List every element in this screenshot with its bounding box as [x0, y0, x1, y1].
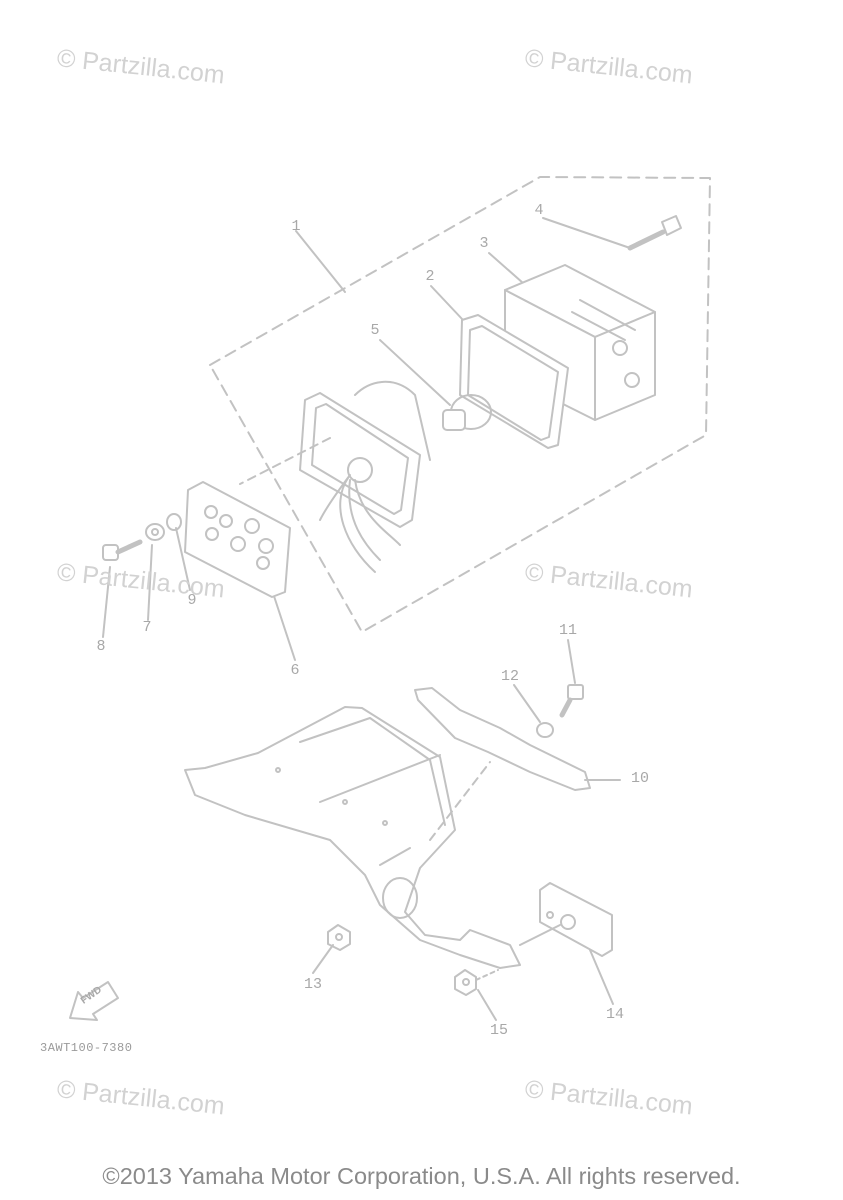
leader-14 — [589, 949, 614, 1005]
callout-2: 2 — [425, 268, 435, 285]
leader-7 — [147, 544, 153, 621]
leader-15 — [477, 989, 497, 1021]
leader-6 — [271, 589, 296, 661]
leader-12 — [513, 684, 541, 723]
part-4-screw — [627, 215, 682, 251]
part-12-nut — [536, 722, 554, 738]
leader-11 — [567, 639, 576, 684]
callout-10: 10 — [630, 770, 649, 787]
part-13-nut — [327, 924, 351, 951]
taillight-housing — [239, 380, 431, 573]
leader-3 — [488, 252, 524, 284]
callout-4: 4 — [534, 202, 544, 219]
callout-14: 14 — [605, 1006, 624, 1023]
part-11-bolt — [559, 684, 584, 718]
callout-15: 15 — [489, 1022, 508, 1039]
leader-9 — [175, 527, 191, 591]
part-8-bolt — [102, 539, 143, 561]
leader-1 — [295, 230, 346, 293]
callout-13: 13 — [303, 976, 322, 993]
callout-9: 9 — [187, 592, 197, 609]
callout-11: 11 — [558, 622, 577, 639]
part-15-nut — [454, 969, 499, 996]
leader-13 — [312, 944, 334, 974]
leader-4 — [542, 217, 631, 249]
diagram-part-code: 3AWT100-7380 — [40, 1041, 133, 1055]
callout-5: 5 — [370, 322, 380, 339]
callout-3: 3 — [479, 235, 489, 252]
part-3-lens — [504, 264, 656, 421]
part-7-washer — [145, 523, 165, 541]
callout-12: 12 — [500, 668, 519, 685]
fwd-arrow-icon — [69, 981, 119, 1021]
leader-2 — [430, 285, 464, 321]
part-10-bracket — [414, 687, 621, 791]
callout-8: 8 — [96, 638, 106, 655]
part-14-reflector — [519, 882, 613, 957]
assembly-boundary — [209, 176, 711, 633]
part-5-bulb — [442, 394, 492, 431]
callout-1: 1 — [291, 218, 301, 235]
part-9-washer — [166, 513, 182, 531]
leader-5 — [379, 339, 451, 406]
rear-fender — [184, 706, 521, 969]
callout-7: 7 — [142, 619, 152, 636]
leader-8 — [102, 566, 111, 638]
callout-6: 6 — [290, 662, 300, 679]
copyright-notice: ©2013 Yamaha Motor Corporation, U.S.A. A… — [102, 1163, 741, 1189]
part-6-mounting-plate — [184, 481, 291, 598]
